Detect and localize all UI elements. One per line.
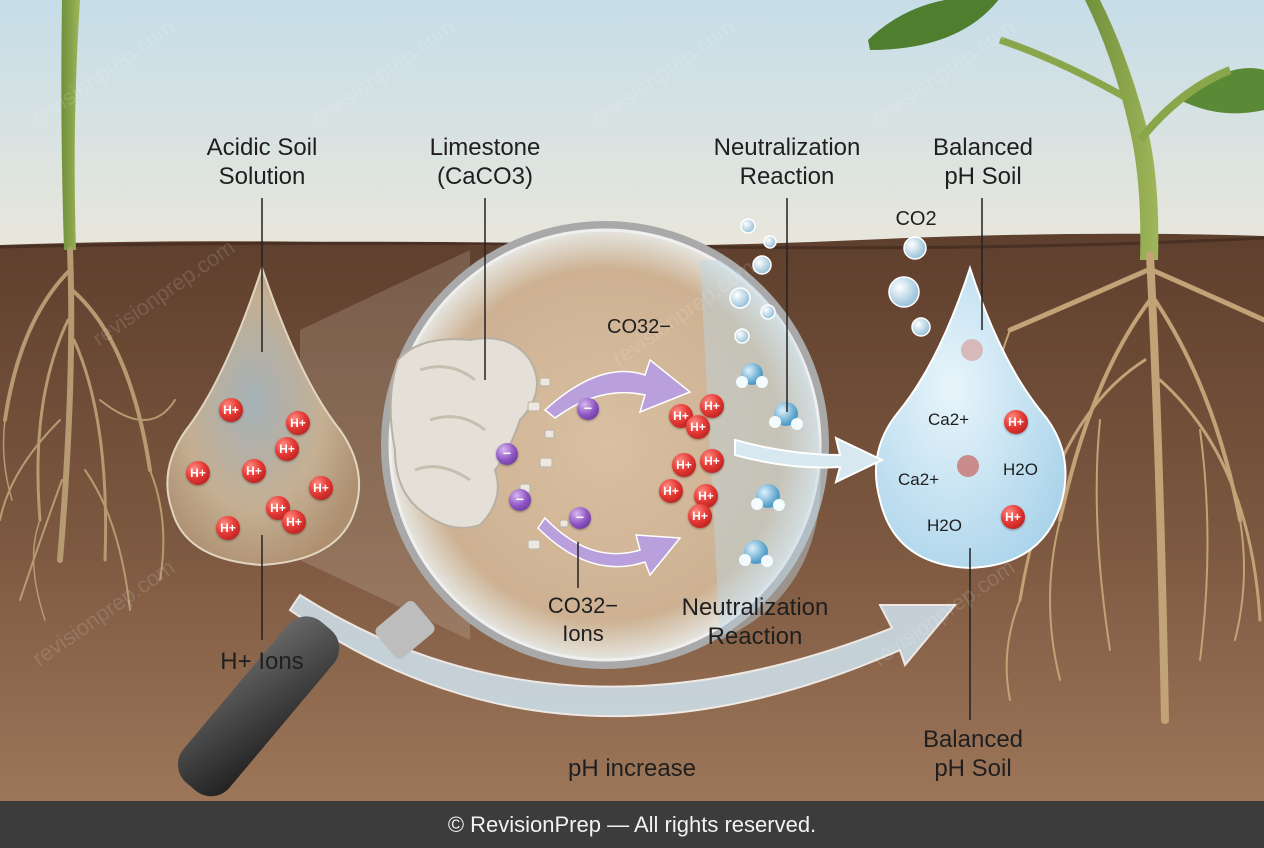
carbonate-ion: − <box>569 507 591 529</box>
h-ion: H+ <box>286 411 310 435</box>
limestone-label: Limestone (CaCO3) <box>398 133 572 191</box>
acidic-soil-solution-label: Acidic Soil Solution <box>206 134 318 190</box>
h-ion: H+ <box>1004 410 1028 434</box>
h-ion: H+ <box>216 516 240 540</box>
carbonate-ion: − <box>496 443 518 465</box>
neutralization-reaction-bottom-label: Neutralization Reaction <box>681 594 829 650</box>
h-ion: H+ <box>700 394 724 418</box>
limestone-formula: (CaCO3) <box>436 163 533 190</box>
h-ion: H+ <box>282 510 306 534</box>
co2-label: CO2 <box>895 208 937 230</box>
h-ion: H+ <box>700 449 724 473</box>
magnifier-handle <box>177 601 435 797</box>
calcium-ion-label: Ca2+ <box>928 410 970 429</box>
h-ions-label: H+ Ions <box>220 648 304 675</box>
co3-top-label: CO32− <box>607 316 671 338</box>
balanced-ph-soil-bottom-label: Balanced pH Soil <box>922 726 1024 782</box>
left-plant <box>0 0 176 621</box>
co2-bubbles <box>729 218 931 344</box>
h-ion: H+ <box>275 437 299 461</box>
water-molecules <box>736 363 803 567</box>
h-ion: H+ <box>688 504 712 528</box>
calcium-ion-label: Ca2+ <box>898 470 940 489</box>
h-ion: H+ <box>1001 505 1025 529</box>
drop-particle <box>961 339 983 361</box>
limestone-name: Limestone <box>429 134 541 161</box>
carbonate-ion: − <box>577 398 599 420</box>
co3-ions-label: CO32− Ions <box>547 593 619 646</box>
h-ion: H+ <box>659 479 683 503</box>
h-ion: H+ <box>242 459 266 483</box>
drop-particle <box>957 455 979 477</box>
neutralization-reaction-top-label: Neutralization Reaction <box>713 134 861 190</box>
h-ion: H+ <box>309 476 333 500</box>
copyright-footer: © RevisionPrep — All rights reserved. <box>0 801 1264 848</box>
leader-lines <box>261 198 983 720</box>
h-ion: H+ <box>672 453 696 477</box>
water-label: H2O <box>927 516 962 535</box>
h-ion: H+ <box>186 461 210 485</box>
h-ion: H+ <box>686 415 710 439</box>
sky <box>0 0 1264 250</box>
ph-increase-label: pH increase <box>567 755 697 782</box>
balanced-ph-soil-top-label: Balanced pH Soil <box>932 134 1034 190</box>
reaction-arrow <box>734 436 885 484</box>
ph-increase-arrow <box>288 593 958 718</box>
h-ion: H+ <box>219 398 243 422</box>
right-plant <box>868 0 1264 724</box>
carbonate-ion: − <box>509 489 531 511</box>
water-label: H2O <box>1003 460 1038 479</box>
